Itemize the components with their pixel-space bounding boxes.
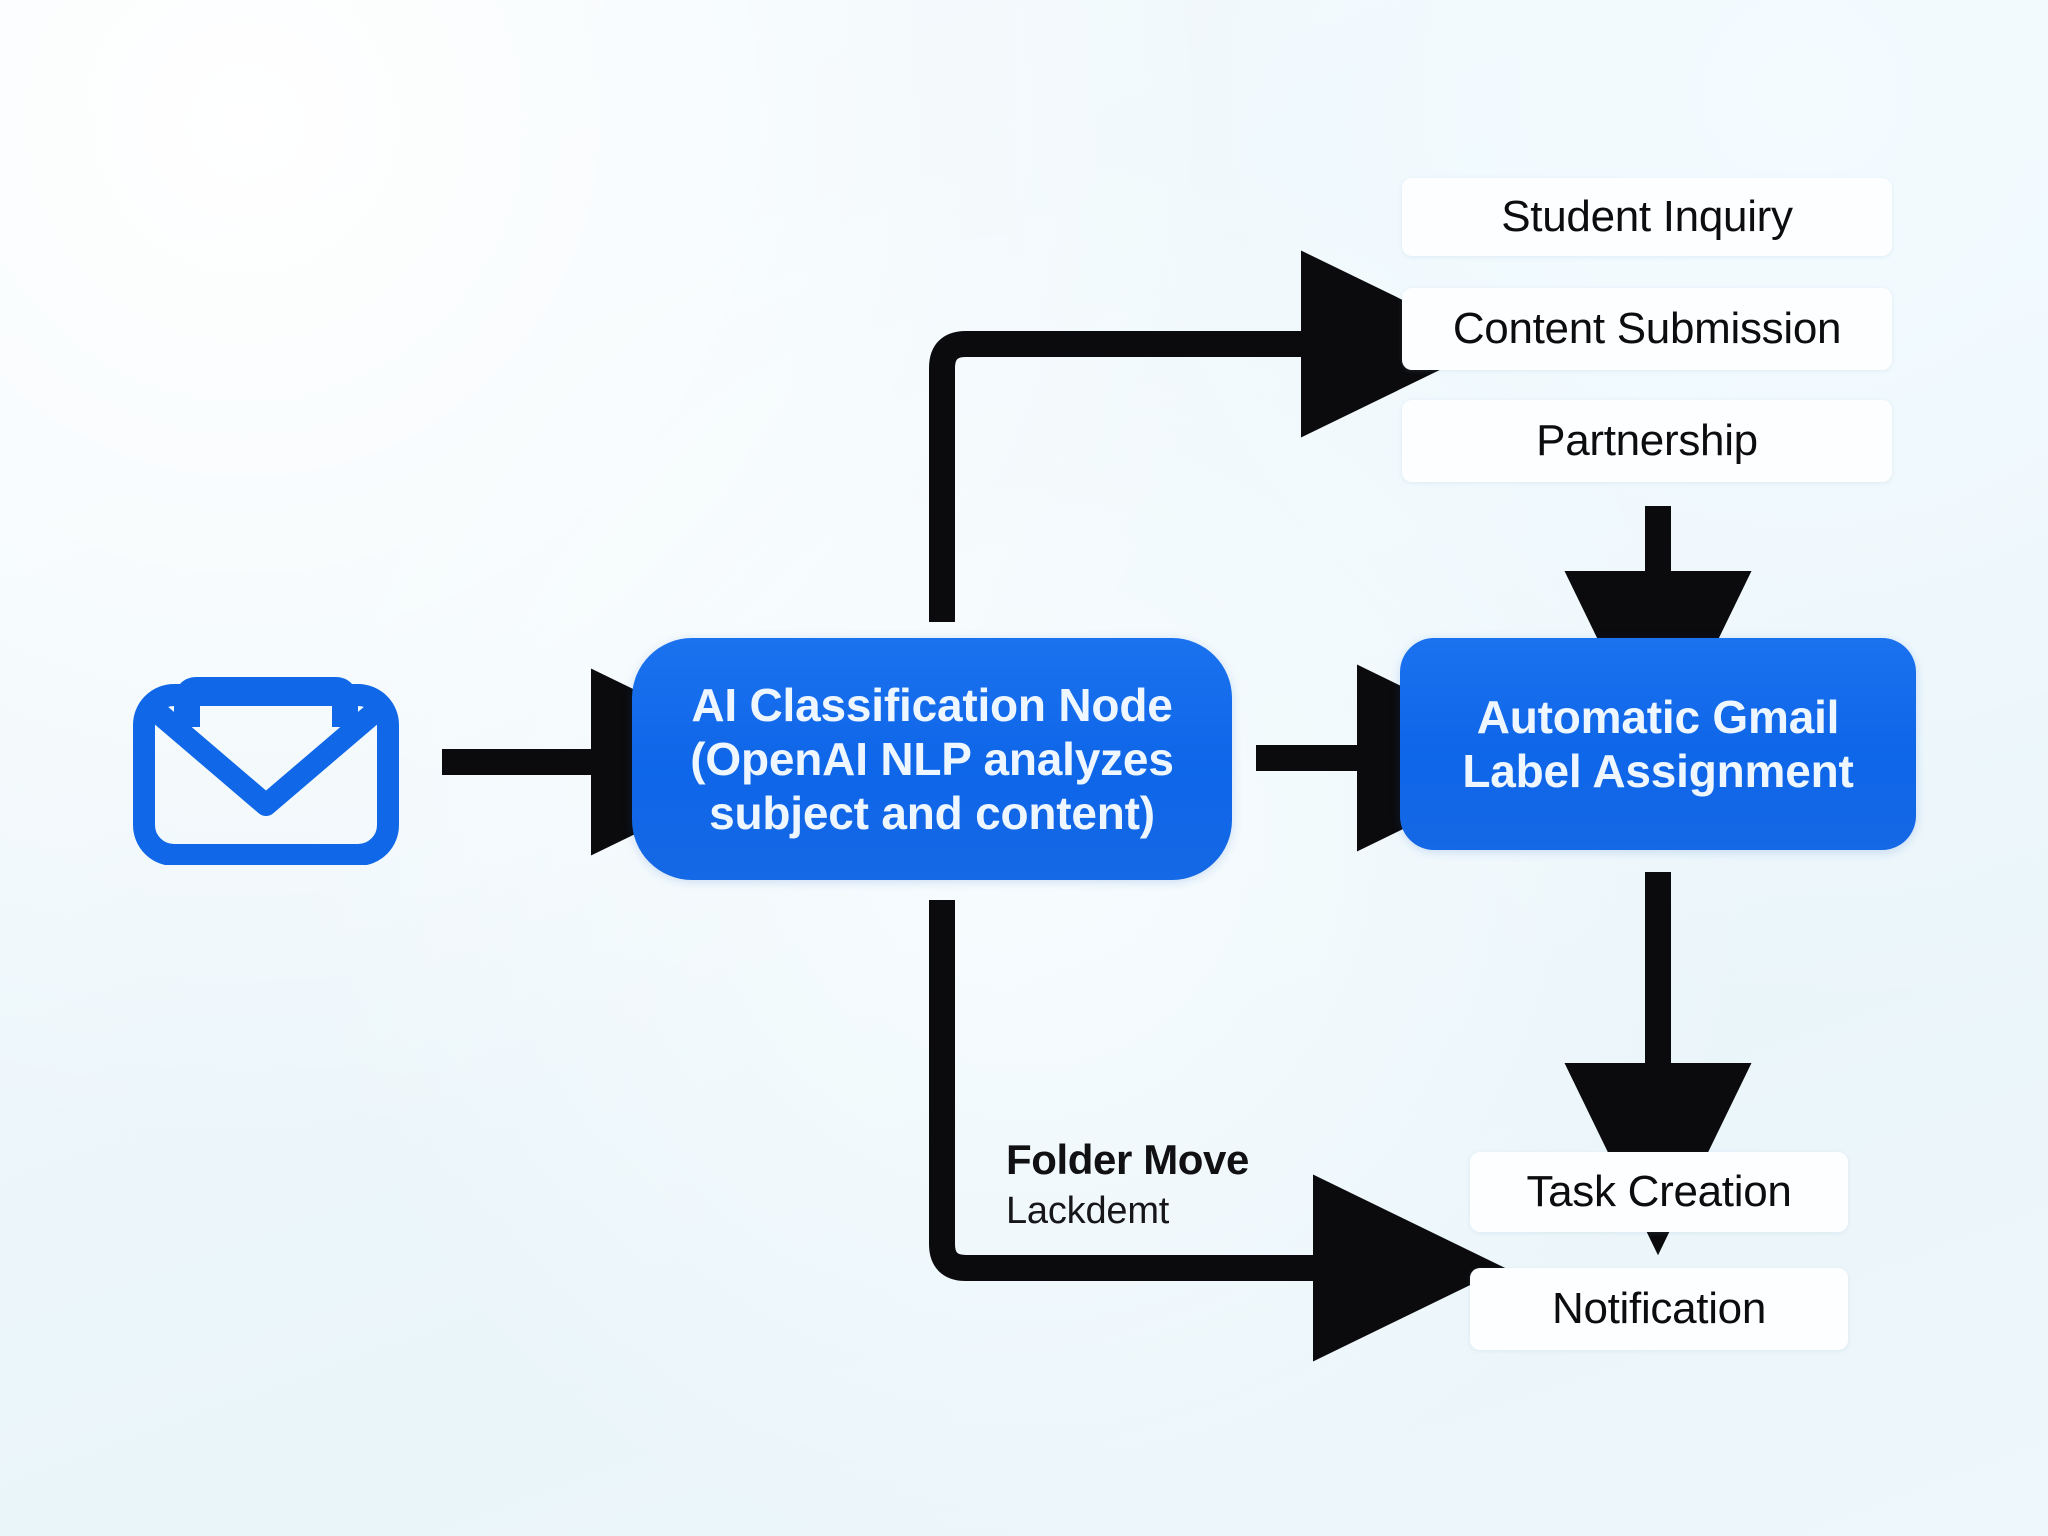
node-ai-classification-text: AI Classification Node (OpenAI NLP analy… [690, 678, 1174, 841]
category-chip-partnership[interactable]: Partnership [1402, 400, 1892, 482]
outcome-label: Task Creation [1526, 1167, 1792, 1216]
node-gmail-line-2: Label Assignment [1462, 745, 1854, 797]
node-ai-line-3: subject and content) [709, 787, 1155, 840]
category-chip-student-inquiry[interactable]: Student Inquiry [1402, 178, 1892, 256]
arrow-ai-to-categories [929, 250, 1494, 622]
node-ai-line-2: (OpenAI NLP analyzes [690, 732, 1174, 785]
outcome-chip-task-creation[interactable]: Task Creation [1470, 1152, 1848, 1232]
category-label: Student Inquiry [1501, 192, 1793, 241]
node-gmail-text: Automatic Gmail Label Assignment [1462, 690, 1853, 799]
edge-label-folder-move: Folder Move Lackdemt [1006, 1136, 1249, 1235]
category-chip-content-submission[interactable]: Content Submission [1402, 288, 1892, 370]
node-gmail-line-1: Automatic Gmail [1476, 690, 1840, 743]
outcome-label: Notification [1551, 1284, 1767, 1333]
category-label: Content Submission [1452, 304, 1842, 353]
node-gmail-label-assignment[interactable]: Automatic Gmail Label Assignment [1400, 638, 1916, 850]
edge-label-secondary: Lackdemt [1006, 1190, 1170, 1233]
node-ai-line-1: AI Classification Node [691, 678, 1173, 731]
edge-label-primary: Folder Move [1006, 1136, 1249, 1183]
outcome-chip-notification[interactable]: Notification [1470, 1268, 1848, 1350]
node-ai-classification[interactable]: AI Classification Node (OpenAI NLP analy… [632, 638, 1232, 880]
category-label: Partnership [1536, 416, 1758, 465]
mail-inbox-icon [130, 615, 402, 866]
